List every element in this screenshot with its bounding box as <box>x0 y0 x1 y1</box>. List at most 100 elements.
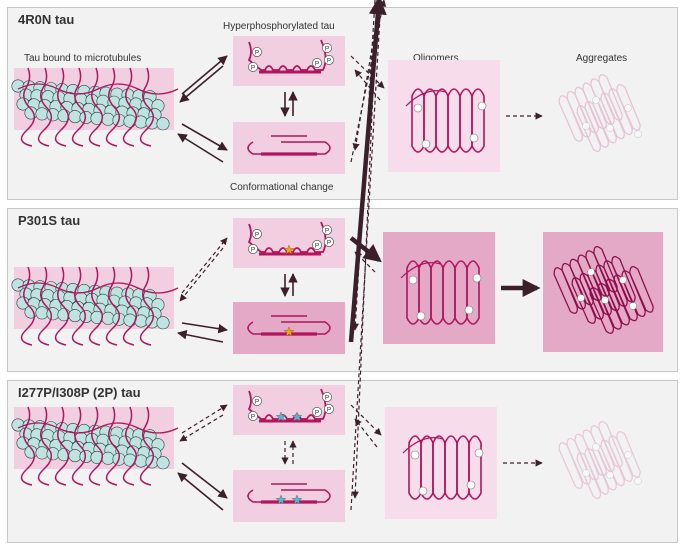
conformational-box <box>233 470 345 522</box>
fibril-loop <box>608 88 633 136</box>
tau-hairpin <box>247 321 331 335</box>
fibril-loop <box>600 92 625 140</box>
dashed-arrow <box>352 0 381 151</box>
tau-tail <box>402 437 444 454</box>
mutation-star-icon <box>275 494 287 505</box>
solid-arrow <box>181 462 228 499</box>
tubulin-subunit <box>123 114 137 128</box>
fibril-loop <box>598 74 623 121</box>
fibril-loop <box>569 258 594 306</box>
phosphate-icon <box>322 392 332 402</box>
tau-strand <box>71 406 87 486</box>
phosphate-icon <box>408 275 418 285</box>
microtubule <box>11 79 170 131</box>
fibril-loop <box>616 84 641 131</box>
mutation-star-icon <box>283 326 295 337</box>
tau-chain <box>247 388 327 420</box>
fibril-loop <box>600 439 625 487</box>
tau-strand <box>54 266 70 346</box>
phosphate-icon <box>413 103 423 113</box>
phosphate-icon <box>421 139 431 149</box>
tubulin-subunit <box>101 311 115 325</box>
phosphate-label: P <box>255 232 259 239</box>
dashed-arrow <box>181 404 228 434</box>
phosphate-icon <box>252 396 262 406</box>
tau-strand <box>122 67 138 147</box>
fibril-loop <box>558 442 584 489</box>
tubulin-subunit <box>156 117 170 131</box>
tau-hairpin <box>247 489 331 503</box>
phosphate-icon <box>464 305 474 315</box>
conformational-box <box>233 122 345 174</box>
fibril-loop <box>590 78 615 126</box>
fibril-loop <box>566 90 591 138</box>
label-oligomers: Oligomers <box>413 53 459 64</box>
tau-strand <box>20 406 36 486</box>
tau-chain <box>247 39 327 71</box>
beta-strand-loop <box>471 88 485 153</box>
panel-title: I277P/I308P (2P) tau <box>18 385 141 400</box>
tau-strand <box>122 266 138 346</box>
tau-loop <box>17 83 179 95</box>
bound-tau <box>17 266 179 346</box>
tubulin-subunit <box>123 313 137 327</box>
fibril-loop <box>608 435 633 483</box>
label-microtubule: Tau bound to microtubules <box>24 53 142 64</box>
fibril-loop <box>553 267 579 314</box>
phosphate-icon <box>577 294 585 302</box>
phosphate-label: P <box>255 50 259 57</box>
conformationally-changed-tau <box>247 483 331 504</box>
phosphate-icon <box>592 443 600 451</box>
mutation-star-icon <box>275 411 287 422</box>
tau-tail <box>405 90 447 107</box>
tubulin-subunit <box>68 449 82 463</box>
tau-tail <box>400 262 442 279</box>
dashed-arrow <box>350 404 382 436</box>
tubulin-subunit <box>156 456 170 470</box>
solid-arrow <box>181 322 228 334</box>
fibril-loop <box>584 447 609 495</box>
label-hyperphosphorylated: Hyperphosphorylated tau <box>223 21 335 32</box>
beta-strand-loop <box>466 260 480 325</box>
fibril-loop <box>558 95 584 142</box>
mutation-star-icon <box>291 494 303 505</box>
conformationally-changed-tau <box>247 135 331 156</box>
phosphate-label: P <box>327 407 331 414</box>
fibril-loop <box>629 266 654 313</box>
tubulin-subunit <box>35 107 49 121</box>
phosphate-icon <box>322 225 332 235</box>
phosphate-icon <box>248 62 258 72</box>
tau-strand <box>37 406 53 486</box>
phosphate-icon <box>466 480 476 490</box>
fibril-loop <box>561 262 586 310</box>
tau-strand <box>71 266 87 346</box>
tau-strand <box>105 67 121 147</box>
phosphate-icon <box>629 302 637 310</box>
phosphate-label: P <box>327 240 331 247</box>
fibril-loop <box>590 425 615 473</box>
fibril-loop <box>576 452 602 499</box>
solid-arrow <box>177 133 224 163</box>
tubulin-subunit <box>68 110 82 124</box>
phosphate-icon <box>248 411 258 421</box>
tau-strand <box>20 67 36 147</box>
phosphate-icon <box>469 133 479 143</box>
tau-strand <box>88 67 104 147</box>
oligomer <box>402 435 484 500</box>
fibril-loop <box>621 270 646 318</box>
phosphate-icon <box>606 471 614 479</box>
fibril-loop <box>571 277 597 324</box>
oligomer-box <box>383 232 495 344</box>
fibril-loop <box>592 96 617 144</box>
fibril-loop <box>574 86 599 134</box>
fibril-loop <box>616 431 641 478</box>
aggregate-box <box>543 232 663 352</box>
phosphate-icon <box>252 229 262 239</box>
phosphate-icon <box>592 96 600 104</box>
phosphate-icon <box>634 130 642 138</box>
tubulin-subunit <box>35 306 49 320</box>
solid-arrow <box>177 472 224 511</box>
phosphate-icon <box>324 55 334 65</box>
fibril-loop <box>598 421 623 468</box>
fibril-loop <box>582 82 607 130</box>
